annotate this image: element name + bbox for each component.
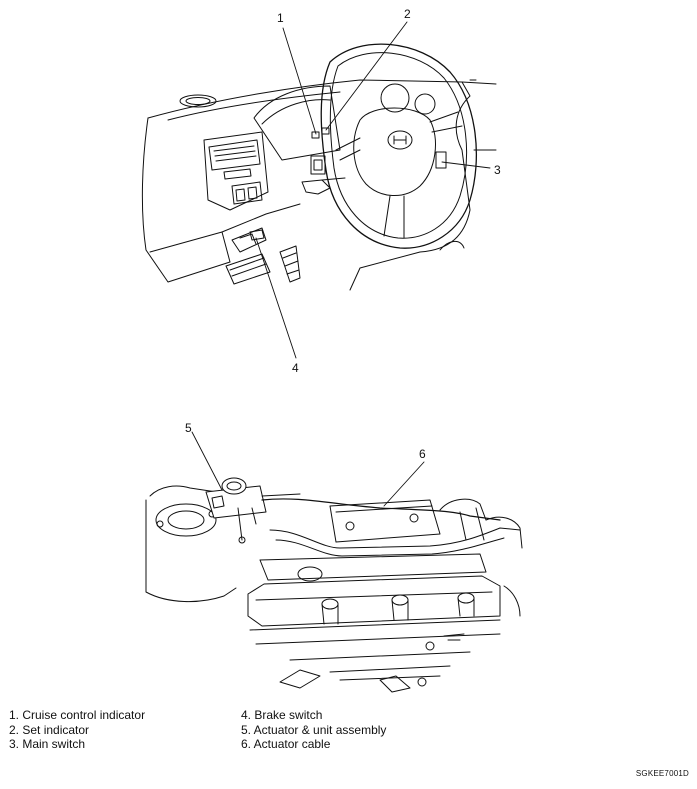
legend-item-5: 5. Actuator & unit assembly (241, 722, 387, 737)
callout-4: 4 (292, 361, 299, 375)
legend-right: 4. Brake switch 5. Actuator & unit assem… (241, 708, 386, 752)
callout-6: 6 (419, 447, 426, 461)
callout-3: 3 (494, 163, 501, 177)
callout-1: 1 (277, 11, 284, 25)
callout-5: 5 (185, 421, 192, 435)
engine-bay-drawing (145, 477, 523, 693)
leader-lines (191, 21, 491, 507)
legend-item-3: 3. Main switch (9, 737, 86, 751)
figure-code: SGKEE7001D (635, 769, 689, 778)
dashboard-drawing (141, 43, 497, 291)
legend-item-4: 4. Brake switch (241, 708, 323, 722)
legend-item-1: 1. Cruise control indicator (9, 708, 146, 722)
legend-item-6: 6. Actuator cable (241, 737, 331, 751)
callout-2: 2 (404, 7, 411, 21)
legend-item-2: 2. Set indicator (9, 722, 90, 737)
legend-left: 1. Cruise control indicator 2. Set indic… (9, 708, 145, 752)
